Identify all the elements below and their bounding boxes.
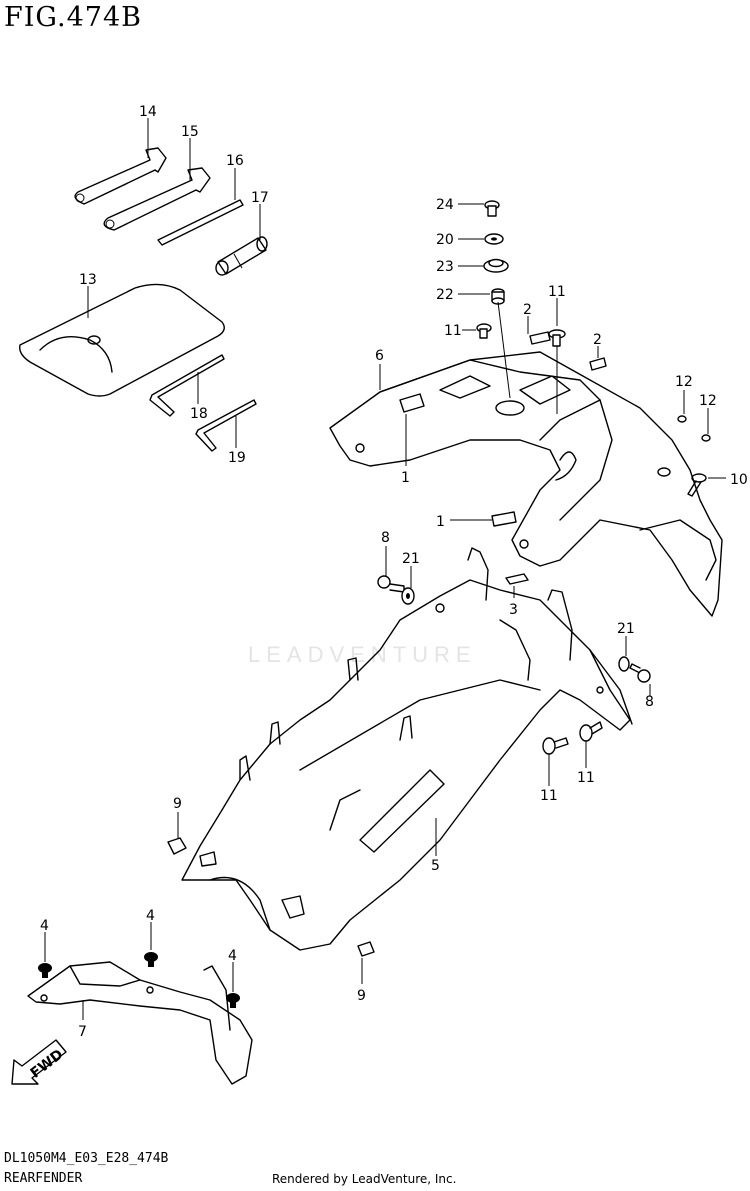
bolt-4-left[interactable] [38,963,52,978]
bolt-4-middle[interactable] [144,952,158,967]
screw-11-upper-left[interactable] [476,323,492,339]
callout-2-a: 2 [523,302,532,318]
label-2-right[interactable] [589,357,607,371]
callout-12-b: 12 [699,393,717,409]
callout-1-b: 1 [436,514,445,530]
bolt-4-right[interactable] [226,993,240,1008]
wrench-14[interactable] [74,147,167,205]
callout-4-b: 4 [146,908,155,924]
washer-21-right[interactable] [618,656,630,672]
bolt-24[interactable] [484,200,500,217]
rendered-by-credit: Rendered by LeadVenture, Inc. [272,1172,457,1186]
callout-4-a: 4 [40,918,49,934]
callout-labels: 14 15 16 17 13 18 19 24 20 23 22 11 2 11… [40,104,748,1040]
callout-4-c: 4 [228,948,237,964]
screw-11-lower-right[interactable] [579,721,603,742]
callout-21-a: 21 [402,551,420,567]
callout-9-b: 9 [357,988,366,1004]
screw-11-lower-left[interactable] [542,737,569,755]
clip-12-b[interactable] [701,434,711,442]
callout-6: 6 [375,348,384,364]
mudguard-bracket-7[interactable] [27,961,253,1085]
callout-18: 18 [190,406,208,422]
callout-19: 19 [228,450,246,466]
label-2-left[interactable] [529,331,551,345]
hex-key-18[interactable] [149,354,225,417]
callout-9-a: 9 [173,796,182,812]
bolt-8-right[interactable] [629,663,651,683]
callout-21-b: 21 [617,621,635,637]
callout-8-b: 8 [645,694,654,710]
label-3[interactable] [505,573,529,585]
watermark: LEADVENTURE [248,642,477,667]
callout-16: 16 [226,153,244,169]
screw-11-upper-right[interactable] [548,329,566,347]
rear-fender-upper-6[interactable] [329,351,723,617]
callout-20: 20 [436,232,454,248]
figure-name: REARFENDER [4,1171,83,1186]
washer-21-left[interactable] [401,587,415,605]
hex-key-19[interactable] [195,399,257,452]
forward-arrow-icon: FWD [11,1039,67,1085]
nut-9-lower[interactable] [357,941,375,957]
washer-20[interactable] [484,233,504,245]
callout-11-a: 11 [444,323,462,339]
label-1-lower[interactable] [491,511,517,527]
figure-title: FIG.474B [4,2,142,33]
callout-17: 17 [251,190,269,206]
tool-bag-13[interactable] [19,283,225,397]
callout-2-b: 2 [593,332,602,348]
figure-code: DL1050M4_E03_E28_474B [4,1151,169,1166]
callout-3: 3 [509,602,518,618]
callout-8-a: 8 [381,530,390,546]
callout-11-c: 11 [540,788,558,804]
callout-23: 23 [436,259,454,275]
screwdriver-bit-16[interactable] [157,199,244,246]
collar-22[interactable] [491,288,505,305]
callout-10: 10 [730,472,748,488]
grommet-23[interactable] [483,258,509,273]
clip-12-a[interactable] [677,415,687,423]
callout-5: 5 [431,858,440,874]
leader-lines [44,118,726,1020]
callout-1-a: 1 [401,470,410,486]
callout-15: 15 [181,124,199,140]
rear-fender-lower-5[interactable] [181,547,633,951]
wrench-15[interactable] [103,167,211,231]
callout-14: 14 [139,104,157,120]
callout-12-a: 12 [675,374,693,390]
callout-7: 7 [78,1024,87,1040]
callout-11-b: 11 [548,284,566,300]
bolt-8-left[interactable] [377,575,405,593]
callout-11-d: 11 [577,770,595,786]
nut-9-upper[interactable] [167,837,187,855]
screwdriver-handle-17[interactable] [215,236,268,276]
callout-13: 13 [79,272,97,288]
callout-24: 24 [436,197,454,213]
callout-22: 22 [436,287,454,303]
